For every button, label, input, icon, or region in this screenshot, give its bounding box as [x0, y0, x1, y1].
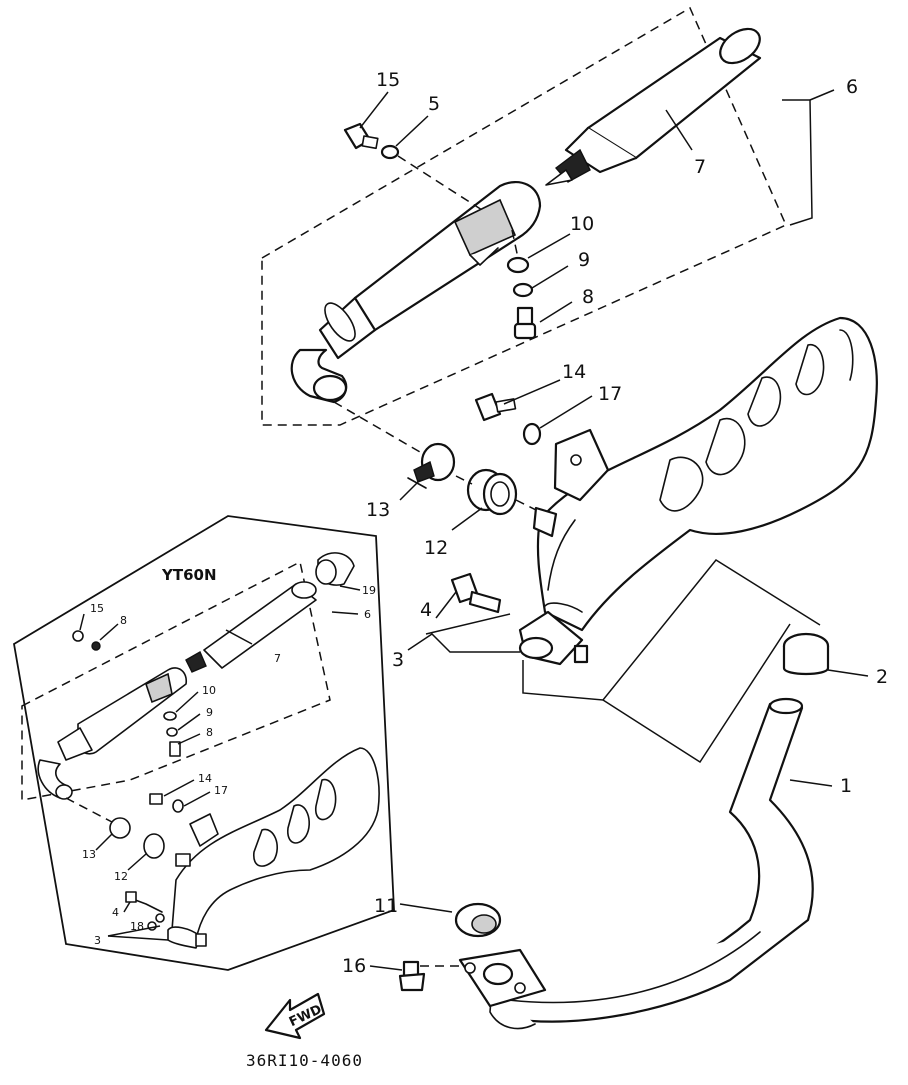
gasket-12 [466, 468, 518, 516]
inset-callout-10: 10 [202, 684, 216, 697]
inset-callout-4: 4 [112, 906, 119, 919]
inset-callout-15: 15 [90, 602, 104, 615]
bolt-16 [398, 960, 426, 992]
muffler-body [290, 181, 542, 404]
inset-callout-14: 14 [198, 772, 212, 785]
callout-16: 16 [342, 955, 366, 977]
callout-2: 2 [876, 666, 888, 688]
mount-bracket [553, 428, 610, 502]
muffler-assembly-group [261, 6, 835, 426]
muffler-assembly-outline [261, 6, 787, 426]
gasket-2 [782, 632, 830, 676]
inset-callout-3: 3 [94, 934, 101, 947]
pipe-flange [458, 948, 547, 1008]
inset-callout-17: 17 [214, 784, 228, 797]
inset-callout-18: 18 [130, 920, 144, 933]
callout-12: 12 [424, 537, 448, 559]
bolt-4 [450, 572, 502, 614]
callout-3: 3 [392, 649, 404, 671]
callout-6: 6 [846, 76, 858, 98]
inset-callout-13: 13 [82, 848, 96, 861]
inset-callout-6: 6 [364, 608, 371, 621]
callout-17: 17 [598, 383, 622, 405]
callout-8: 8 [582, 286, 594, 308]
inset-callout-12: 12 [114, 870, 128, 883]
inset-callout-8-upper: 8 [120, 614, 127, 627]
callout-15: 15 [376, 69, 400, 91]
grommet-10 [506, 256, 530, 274]
tail-pipe [545, 27, 762, 186]
inset-callout-8: 8 [206, 726, 213, 739]
bolt-15 [343, 122, 379, 150]
callout-9: 9 [578, 249, 590, 271]
washer-5 [380, 144, 400, 160]
bolt-8 [513, 306, 537, 340]
fwd-arrow: FWD [264, 992, 326, 1040]
callout-11: 11 [374, 895, 398, 917]
leader-lines [359, 91, 869, 971]
inset-callout-9: 9 [206, 706, 213, 719]
bolt-14 [474, 392, 517, 422]
callout-7: 7 [694, 156, 706, 178]
callout-14: 14 [562, 361, 586, 383]
washer-17 [522, 422, 542, 446]
inset-callout-numbers: 15 8 19 6 7 10 9 8 14 17 13 12 4 18 3 [82, 584, 376, 947]
collar-9 [512, 282, 534, 298]
inset-leader-lines [79, 585, 361, 941]
inset-callout-7: 7 [274, 652, 281, 665]
inset-callout-19: 19 [362, 584, 376, 597]
inset-model-label: YT60N [161, 566, 217, 584]
gasket-11 [454, 902, 502, 938]
callout-4: 4 [420, 599, 432, 621]
heat-shield [536, 316, 878, 632]
clamp-13 [407, 442, 456, 489]
yt60n-inset: YT60N [13, 515, 395, 971]
exhaust-pipe-group [333, 316, 878, 1030]
callout-10: 10 [570, 213, 594, 235]
callout-numbers: 1 2 3 4 5 6 7 8 9 10 11 12 13 14 15 16 1… [342, 69, 888, 977]
callout-13: 13 [366, 499, 390, 521]
inset-end-cap-19 [315, 552, 355, 586]
callout-1: 1 [840, 775, 852, 797]
inset-frame [13, 515, 395, 971]
figure-code: 36RI10-4060 [246, 1051, 363, 1070]
callout-5: 5 [428, 93, 440, 115]
